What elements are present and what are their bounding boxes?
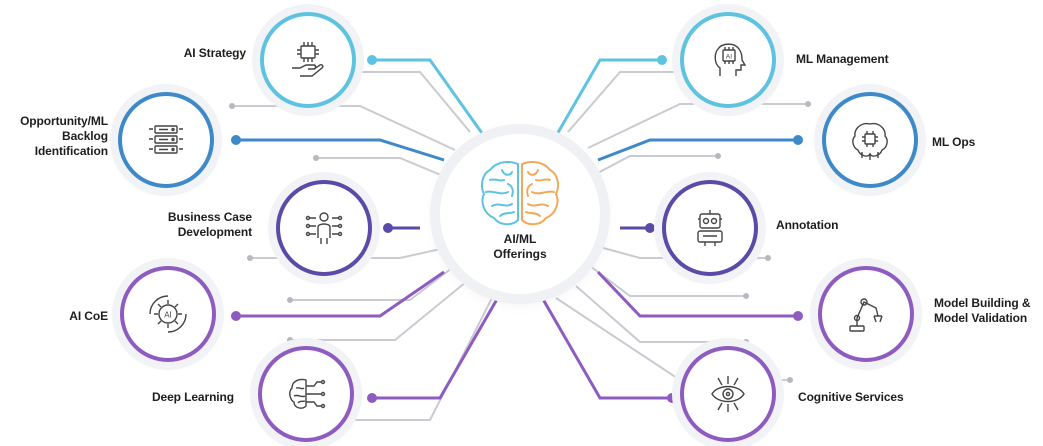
svg-text:AI: AI — [164, 311, 172, 320]
backlog-label-line: Backlog — [62, 129, 108, 143]
cognitive-services-node[interactable] — [680, 346, 776, 442]
model-building-node[interactable] — [818, 266, 914, 362]
ml-ops-label: ML Ops — [932, 135, 976, 149]
model-building-label-line: Model Building & — [934, 296, 1031, 310]
brain-icon — [481, 161, 559, 226]
ai-strategy-node[interactable] — [260, 12, 356, 108]
chip-hand-icon — [292, 42, 324, 77]
hub-title-line: Offerings — [493, 247, 547, 261]
annotation-node[interactable] — [662, 180, 758, 276]
ml-management-label: ML Management — [796, 52, 889, 66]
backlog-label-line: Identification — [34, 144, 108, 158]
robot-icon — [697, 210, 723, 246]
business-case-label-line: Business Case — [167, 210, 252, 224]
server-list-icon — [149, 125, 183, 154]
eye-circuit-icon — [711, 376, 745, 412]
backlog-node[interactable] — [118, 92, 214, 188]
cognitive-services-label: Cognitive Services — [798, 390, 904, 404]
deep-learning-node[interactable] — [258, 346, 354, 442]
brain-chip-icon — [852, 122, 888, 160]
hub-title-line: AI/ML — [503, 232, 537, 246]
ai-gear-icon: AI — [149, 295, 187, 333]
hub-title: AI/ML Offerings — [440, 232, 600, 262]
person-network-icon — [305, 212, 343, 244]
robot-arm-icon — [849, 298, 883, 332]
ai-coe-label: AI CoE — [69, 309, 108, 323]
backlog-label: Opportunity/ML Backlog Identification — [4, 114, 108, 159]
brain-circuit-icon — [289, 378, 326, 409]
ai-head-icon: AI — [714, 43, 747, 76]
deep-learning-label: Deep Learning — [151, 390, 234, 404]
backlog-label-line: Opportunity/ML — [20, 114, 108, 128]
business-case-node[interactable] — [276, 180, 372, 276]
model-building-label-line: Model Validation — [934, 311, 1028, 325]
ai-strategy-label: AI Strategy — [183, 46, 246, 60]
annotation-label: Annotation — [776, 218, 839, 232]
ml-ops-node[interactable] — [822, 92, 918, 188]
business-case-label: Business Case Development — [140, 210, 252, 240]
model-building-label: Model Building & Model Validation — [934, 296, 1043, 326]
business-case-label-line: Development — [177, 225, 252, 239]
svg-text:AI: AI — [726, 54, 732, 61]
hub-circle: AI/ML Offerings — [440, 134, 600, 294]
ml-management-node[interactable]: AI — [680, 12, 776, 108]
ai-coe-node[interactable]: AI — [120, 266, 216, 362]
